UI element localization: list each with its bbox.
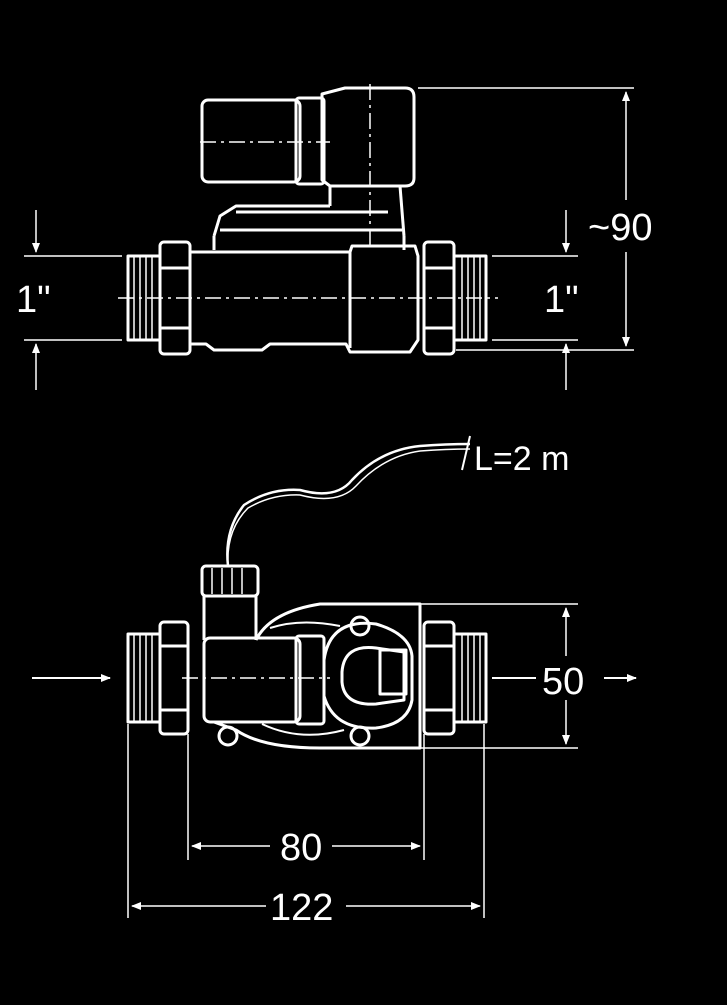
side-view — [24, 84, 634, 390]
left-thread-size-label: 1" — [16, 279, 51, 321]
right-union-nut-top — [422, 620, 488, 736]
valve-body-top — [213, 602, 422, 750]
solenoid-coil — [200, 86, 416, 250]
inner-length-dimension-label: 80 — [280, 827, 322, 869]
side-dimension-lines — [24, 87, 634, 390]
cable-connector — [200, 564, 260, 640]
cable-length-label: L=2 m — [474, 440, 569, 478]
valve-body-side — [188, 244, 420, 354]
top-dimension-lines — [127, 603, 578, 918]
side-centerlines — [118, 84, 498, 299]
right-thread-size-label: 1" — [544, 279, 579, 321]
top-view — [32, 435, 637, 918]
height-dimension-label: ~90 — [588, 207, 652, 249]
left-union-nut-top — [126, 620, 190, 736]
cable — [226, 442, 471, 567]
overall-length-dimension-label: 122 — [270, 887, 333, 929]
solenoid-coil-top — [202, 634, 326, 726]
width-dimension-label: 50 — [542, 661, 584, 703]
